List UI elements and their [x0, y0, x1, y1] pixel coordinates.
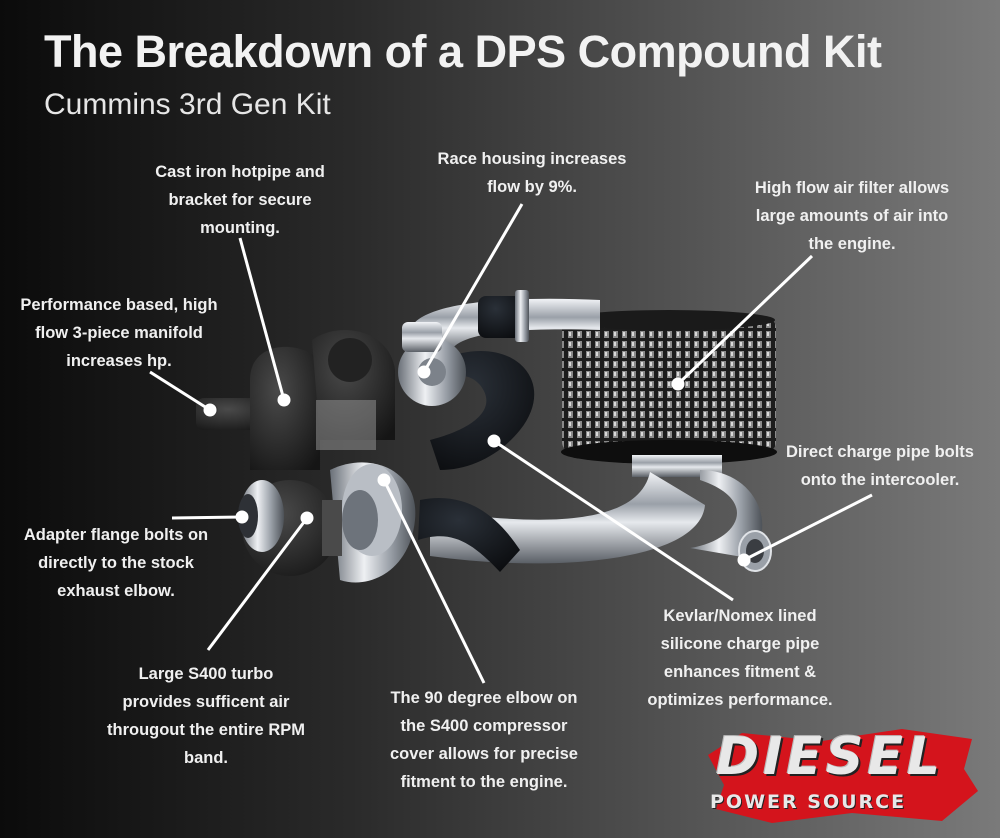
leader-charge-pipe-dot: [737, 553, 751, 567]
air-filter: [561, 310, 777, 477]
callout-line: the engine.: [808, 235, 896, 253]
callout-line: Direct charge pipe bolts: [786, 443, 974, 461]
callout-leaders: [149, 203, 873, 684]
callout-hotpipe: Cast iron hotpipe and bracket for secure…: [130, 158, 350, 242]
callout-line: bracket for secure: [168, 191, 312, 209]
callout-adapter-flange: Adapter flange bolts on directly to the …: [0, 521, 232, 605]
small-turbo: [398, 322, 466, 406]
callout-line: Performance based, high: [20, 296, 218, 314]
callout-air-filter: High flow air filter allows large amount…: [718, 174, 986, 258]
callout-line: The 90 degree elbow on: [390, 689, 578, 707]
leader-kevlar-dot: [487, 434, 501, 448]
exhaust-manifold: [196, 330, 395, 470]
callout-line: High flow air filter allows: [754, 179, 950, 197]
leader-hotpipe: [238, 237, 286, 401]
leader-air-filter-dot: [671, 377, 685, 391]
intake-pipe: [410, 290, 600, 352]
leader-hotpipe-dot: [277, 393, 291, 407]
callout-line: directly to the stock: [38, 554, 194, 572]
leader-manifold: [149, 370, 211, 412]
leader-race-housing: [422, 203, 524, 373]
logo-splash: [708, 729, 978, 823]
callout-line: througout the entire RPM: [107, 721, 305, 739]
logo-power-source-text: POWER SOURCE: [710, 791, 907, 813]
callout-line: provides sufficent air: [122, 693, 290, 711]
callout-line: optimizes performance.: [647, 691, 833, 709]
callout-s400: Large S400 turbo provides sufficent air …: [90, 660, 322, 772]
callout-line: Large S400 turbo: [138, 665, 274, 683]
leader-elbow-dot: [377, 473, 391, 487]
callout-line: Race housing increases: [437, 150, 627, 168]
callout-line: enhances fitment &: [663, 663, 817, 681]
callout-line: flow 3-piece manifold: [35, 324, 203, 342]
leader-adapter-flange-dot: [235, 510, 249, 524]
callout-line: silicone charge pipe: [660, 635, 820, 653]
silicone-charge-pipe: [418, 350, 535, 572]
callout-line: onto the intercooler.: [800, 471, 960, 489]
callout-kevlar: Kevlar/Nomex lined silicone charge pipe …: [622, 602, 858, 714]
logo-diesel-text: DIESEL: [716, 727, 945, 787]
callout-line: Kevlar/Nomex lined: [663, 607, 817, 625]
callout-line: mounting.: [200, 219, 280, 237]
leader-s400-dot: [300, 511, 314, 525]
callout-line: large amounts of air into: [755, 207, 949, 225]
callout-line: exhaust elbow.: [57, 582, 175, 600]
callout-line: increases hp.: [66, 352, 172, 370]
callout-charge-pipe: Direct charge pipe bolts onto the interc…: [770, 438, 990, 494]
callout-race-housing: Race housing increases flow by 9%.: [412, 145, 652, 201]
callout-line: Cast iron hotpipe and: [155, 163, 325, 181]
diesel-power-source-logo: DIESEL POWER SOURCE: [702, 725, 982, 825]
callout-manifold: Performance based, high flow 3-piece man…: [0, 291, 238, 375]
callout-line: flow by 9%.: [487, 178, 577, 196]
leader-manifold-dot: [203, 403, 217, 417]
leader-s400: [206, 517, 309, 651]
callout-line: cover allows for precise: [389, 745, 578, 763]
leader-kevlar: [493, 439, 734, 602]
leader-air-filter: [676, 254, 814, 386]
leader-adapter-flange: [171, 515, 243, 520]
leader-race-housing-dot: [417, 365, 431, 379]
callout-line: fitment to the engine.: [400, 773, 568, 791]
callout-line: the S400 compressor: [400, 717, 568, 735]
leader-charge-pipe: [743, 493, 873, 562]
leader-elbow: [382, 479, 486, 684]
s400-turbo: [238, 462, 416, 583]
page-title: The Breakdown of a DPS Compound Kit: [44, 26, 882, 77]
callout-elbow: The 90 degree elbow on the S400 compress…: [366, 684, 602, 796]
callout-line: Adapter flange bolts on: [23, 526, 209, 544]
callout-line: band.: [184, 749, 228, 767]
page-subtitle: Cummins 3rd Gen Kit: [44, 88, 331, 121]
